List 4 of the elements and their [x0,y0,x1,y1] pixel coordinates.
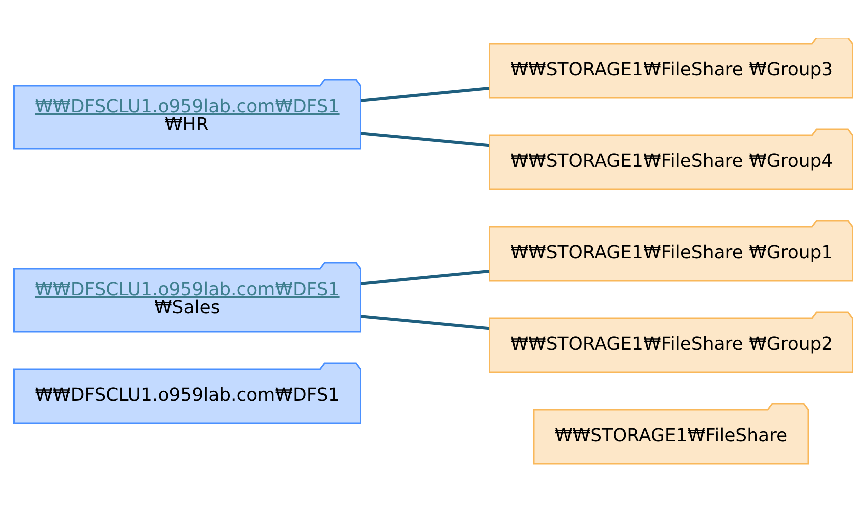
connector [361,132,490,148]
connector [361,86,490,102]
connector [361,315,490,330]
connector [361,270,490,286]
